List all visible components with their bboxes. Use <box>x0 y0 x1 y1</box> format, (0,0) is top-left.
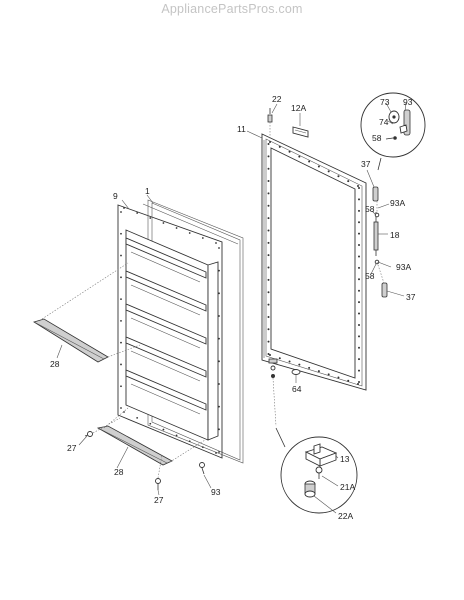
callout-11: 11 <box>237 124 246 134</box>
top-hinge-detail <box>360 92 426 171</box>
bottom-hinge-stack <box>268 358 278 378</box>
bottom-hinge-detail <box>275 427 358 514</box>
callout-93-bottom: 93 <box>211 487 221 497</box>
guide-lines <box>41 122 385 479</box>
callout-58-detail: 58 <box>372 133 382 143</box>
callout-27-bottom: 27 <box>154 495 164 505</box>
screw-22 <box>267 108 273 123</box>
callout-28-left: 28 <box>50 359 60 369</box>
callout-64: 64 <box>292 384 302 394</box>
hinge-cover-37-top <box>372 186 379 202</box>
callout-37-low: 37 <box>406 292 416 302</box>
callout-93a-top: 93A <box>390 198 405 208</box>
hinge-cover-37-low <box>381 282 388 298</box>
label-plate-12a <box>292 126 309 138</box>
callout-1: 1 <box>145 186 150 196</box>
screw-93-bottom <box>199 462 205 475</box>
trim-bar-28-left <box>33 318 109 363</box>
callout-58-low: 58 <box>365 271 375 281</box>
callout-22: 22 <box>272 94 282 104</box>
callout-93a-low: 93A <box>396 262 411 272</box>
callout-12a: 12A <box>291 103 306 113</box>
callout-28-bottom: 28 <box>114 467 124 477</box>
callout-27-left: 27 <box>67 443 77 453</box>
hinge-bar-18 <box>373 212 380 265</box>
callout-9: 9 <box>113 191 118 201</box>
screw-27-bottom <box>155 478 161 490</box>
door-panel-drawing <box>261 133 367 391</box>
screw-27-left <box>84 431 93 437</box>
callout-labels: 1 9 11 12A 22 73 93 74 58 37 93A 58 18 5… <box>50 94 416 521</box>
leader-lines <box>56 102 407 514</box>
door-liner-drawing <box>117 199 244 464</box>
callout-37-top: 37 <box>361 159 371 169</box>
callout-74: 74 <box>379 117 389 127</box>
callout-73: 73 <box>380 97 390 107</box>
callout-21a: 21A <box>340 482 355 492</box>
watermark: AppliancePartsPros.com <box>161 2 303 16</box>
callout-18: 18 <box>390 230 400 240</box>
callout-58-mid: 58 <box>365 204 375 214</box>
washer-64 <box>291 369 301 375</box>
callout-22a: 22A <box>338 511 353 521</box>
callout-93-top: 93 <box>403 97 413 107</box>
callout-13: 13 <box>340 454 350 464</box>
